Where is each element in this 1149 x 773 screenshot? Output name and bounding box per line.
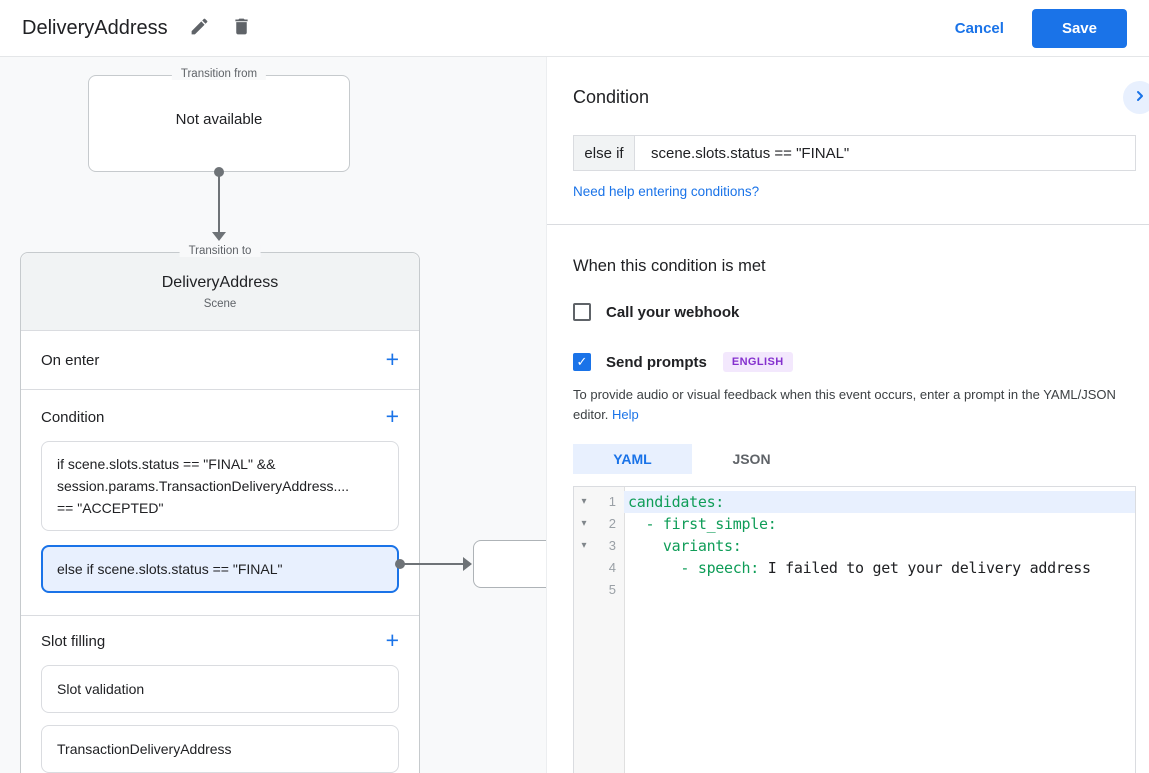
yaml-code-editor[interactable]: ▾ 1 candidates: ▾ 2 - first_simple: ▾ 3 varian… (573, 486, 1136, 773)
transition-from-content: Not available (175, 111, 263, 128)
code-line-content[interactable]: - speech: I failed to get your delivery … (628, 559, 1091, 578)
scene-type-label: Scene (203, 298, 237, 310)
condition-editor-panel: Condition else if Need help entering con… (546, 57, 1149, 773)
code-line-content[interactable]: variants: (628, 537, 742, 556)
scene-card: Transition to DeliveryAddress Scene On e… (20, 245, 420, 773)
condition-item-selected[interactable]: else if scene.slots.status == "FINAL" (41, 545, 399, 593)
code-line-content[interactable] (624, 579, 1135, 601)
condition-transition-target-box[interactable] (473, 540, 546, 588)
condition-expression-row: else if (573, 135, 1136, 172)
delete-scene-button[interactable] (230, 16, 254, 40)
tab-yaml[interactable]: YAML (573, 444, 692, 475)
scene-card-header: DeliveryAddress Scene (21, 253, 419, 331)
connector-dot (395, 559, 405, 569)
top-bar: DeliveryAddress Cancel Save (0, 0, 1149, 57)
call-webhook-row: Call your webhook (573, 303, 1136, 322)
slot-filling-section: Slot filling + Slot validation Transacti… (21, 616, 419, 773)
transition-from-label: Transition from (171, 68, 267, 80)
line-number: 5 (608, 582, 616, 598)
condition-expression-input[interactable] (635, 136, 1135, 171)
trash-icon (231, 16, 252, 40)
line-number: 3 (608, 538, 616, 554)
help-link[interactable]: Help (612, 407, 639, 423)
code-line: ▾ 2 - first_simple: (574, 513, 1135, 535)
scene-diagram-panel: Transition from Not available Transition… (0, 57, 546, 773)
fold-arrow-icon[interactable]: ▾ (581, 540, 587, 552)
arrow-right-icon (463, 557, 472, 571)
on-enter-section: On enter + (21, 331, 419, 390)
fold-spacer (574, 557, 594, 579)
code-line: ▾ 1 candidates: (574, 491, 1135, 514)
edit-title-button[interactable] (188, 16, 212, 40)
conditions-help-link[interactable]: Need help entering conditions? (573, 184, 760, 200)
slot-item[interactable]: TransactionDeliveryAddress (41, 725, 399, 773)
prompt-description: To provide audio or visual feedback when… (573, 385, 1135, 425)
slot-filling-label: Slot filling (41, 633, 106, 650)
chevron-right-icon (1132, 88, 1148, 107)
add-slot-button[interactable]: + (385, 627, 399, 653)
save-button[interactable]: Save (1031, 8, 1127, 48)
prompt-description-text: To provide audio or visual feedback when… (573, 387, 1116, 423)
code-line-content[interactable]: - first_simple: (628, 515, 777, 534)
fold-arrow-icon[interactable]: ▾ (581, 496, 587, 508)
code-line: 4 - speech: I failed to get your deliver… (574, 557, 1135, 579)
condition-item[interactable]: if scene.slots.status == "FINAL" && sess… (41, 441, 399, 531)
line-number: 1 (608, 494, 616, 510)
add-condition-button[interactable]: + (385, 403, 399, 429)
transition-from-box[interactable]: Transition from Not available (88, 68, 350, 172)
on-enter-label: On enter (41, 351, 100, 369)
connector-line-vertical (218, 172, 220, 233)
send-prompts-row: ✓ Send prompts ENGLISH (573, 352, 1136, 373)
when-condition-met-title: When this condition is met (573, 257, 766, 276)
cancel-button[interactable]: Cancel (954, 19, 1004, 37)
call-webhook-label: Call your webhook (606, 303, 740, 321)
language-badge: ENGLISH (722, 352, 793, 373)
send-prompts-label: Send prompts (606, 353, 707, 371)
condition-prefix-label: else if (574, 136, 635, 171)
fold-arrow-icon[interactable]: ▾ (581, 518, 587, 530)
pencil-icon (189, 16, 210, 40)
connector-line-horizontal (403, 563, 464, 565)
editor-format-tabs: YAML JSON (573, 444, 1136, 475)
condition-label: Condition (41, 409, 105, 426)
line-number: 2 (608, 516, 616, 532)
panel-title: Condition (573, 87, 650, 107)
add-on-enter-button[interactable]: + (385, 345, 399, 372)
code-line: ▾ 3 variants: (574, 535, 1135, 557)
slot-item[interactable]: Slot validation (41, 665, 399, 713)
page-title: DeliveryAddress (22, 16, 168, 39)
tab-json[interactable]: JSON (732, 451, 771, 468)
call-webhook-checkbox[interactable] (573, 303, 591, 322)
scene-name: DeliveryAddress (161, 274, 279, 291)
panel-divider (547, 224, 1149, 226)
transition-to-label: Transition to (179, 245, 261, 257)
line-number: 4 (608, 560, 616, 576)
code-line: 5 (574, 579, 1135, 601)
code-line-content[interactable]: candidates: (624, 491, 1135, 514)
fold-spacer (574, 579, 594, 601)
collapse-panel-button[interactable] (1123, 81, 1149, 114)
condition-section: Condition + if scene.slots.status == "FI… (21, 390, 419, 616)
arrow-down-icon (212, 232, 226, 241)
send-prompts-checkbox[interactable]: ✓ (573, 353, 591, 372)
